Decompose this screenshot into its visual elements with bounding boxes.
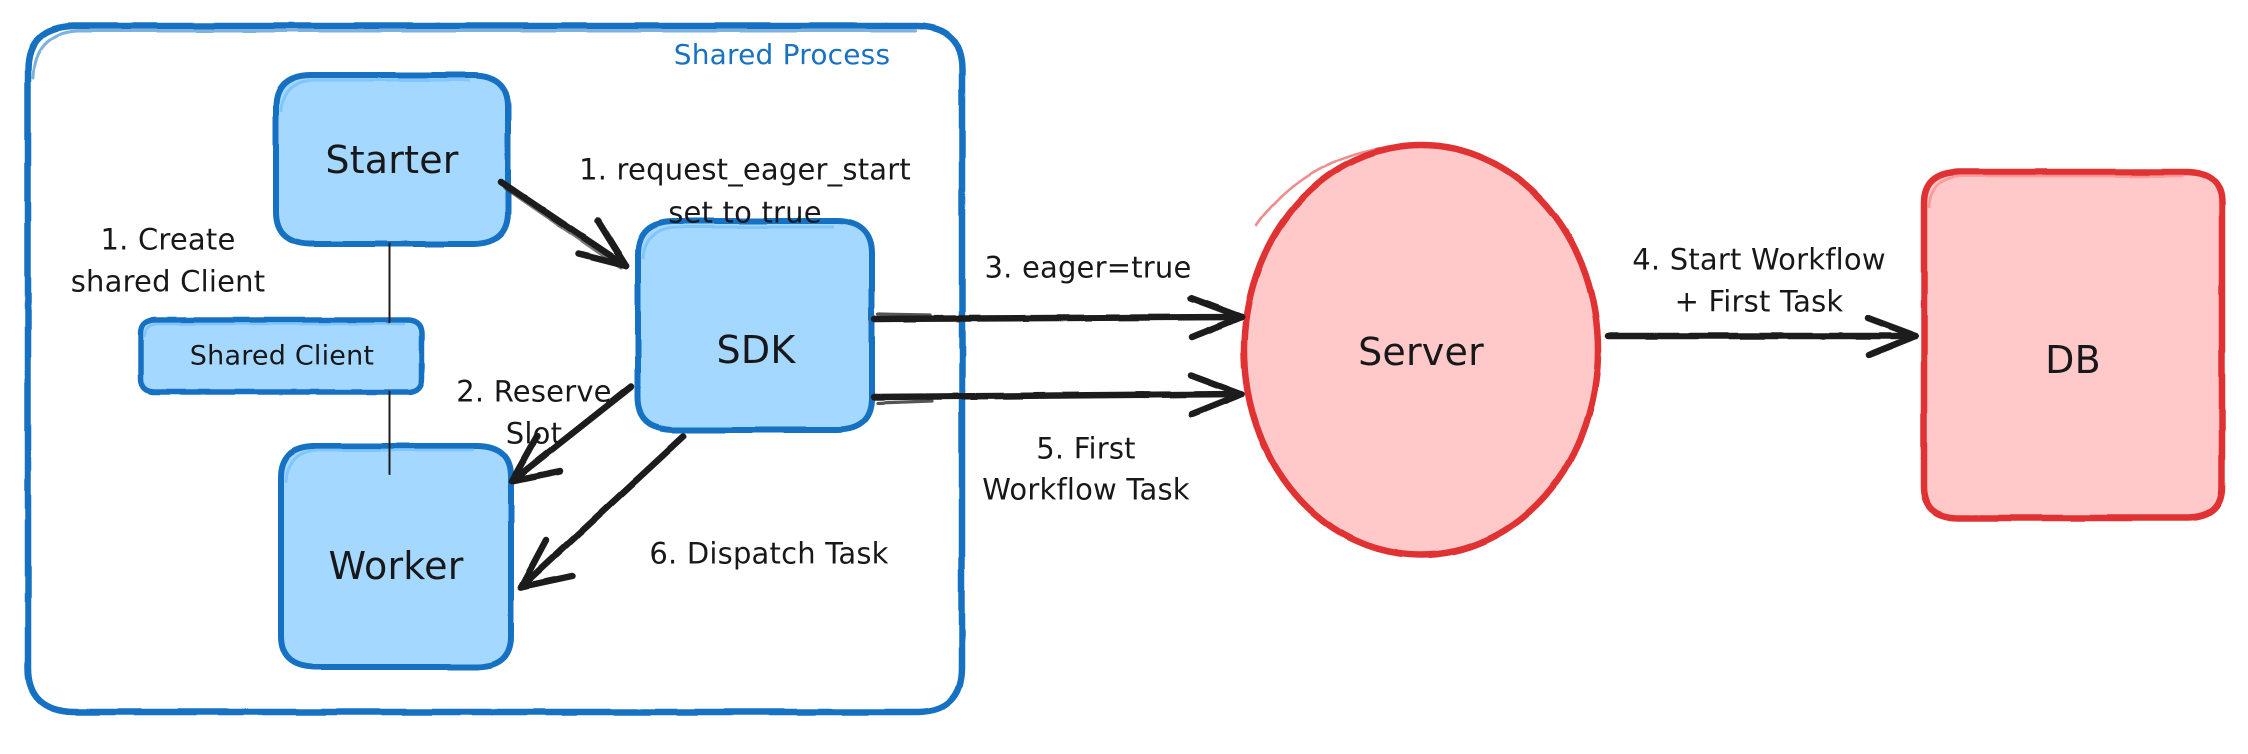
node-label-starter[interactable]: Starter xyxy=(325,137,459,182)
edge-label-first-workflow-task-line1: 5. First xyxy=(1036,431,1136,466)
edge-label-reserve-slot-line1: 2. Reserve xyxy=(456,374,612,409)
group-label-shared-process: Shared Process xyxy=(673,37,891,71)
edge-sdk-server-eager-arrow xyxy=(870,294,1246,341)
edge-sdk-worker-reserve-arrow xyxy=(508,383,635,485)
node-label-db[interactable]: DB xyxy=(2045,337,2101,382)
node-sdk-shape xyxy=(635,218,875,433)
edge-label-eager-true: 3. eager=true xyxy=(984,250,1192,285)
edge-sdk-worker-dispatch-arrow xyxy=(517,433,687,591)
edge-label-reserve-slot-line2: Slot xyxy=(505,416,563,451)
node-db-shape xyxy=(1920,168,2226,522)
edge-starter-shared-client xyxy=(386,242,393,324)
edge-label-start-workflow-line2: + First Task xyxy=(1674,284,1844,319)
edge-label-create-shared-client-line1: 1. Create xyxy=(100,222,236,257)
node-starter-shape xyxy=(273,72,511,247)
edge-label-first-workflow-task-line2: Workflow Task xyxy=(982,472,1190,507)
edge-label-request-eager-start-line1: 1. request_eager_start xyxy=(579,152,911,187)
edge-label-create-shared-client-line2: shared Client xyxy=(70,264,266,299)
edge-label-dispatch-task: 6. Dispatch Task xyxy=(649,536,889,571)
edge-sdk-server-first-task-arrow xyxy=(870,371,1246,418)
node-label-shared-client[interactable]: Shared Client xyxy=(189,340,375,372)
node-shared-client-shape xyxy=(138,317,425,395)
edge-server-db-arrow xyxy=(1604,314,1920,359)
edge-label-request-eager-start-line2: set to true xyxy=(668,195,822,230)
group-shared-process-outline xyxy=(24,22,966,716)
edge-shared-client-worker xyxy=(386,390,393,476)
node-server-shape xyxy=(1240,141,1602,559)
edge-starter-sdk-arrow xyxy=(497,178,630,270)
node-label-sdk[interactable]: SDK xyxy=(716,327,796,372)
node-label-server[interactable]: Server xyxy=(1358,329,1484,374)
node-label-worker[interactable]: Worker xyxy=(328,543,464,588)
node-worker-shape xyxy=(278,443,514,670)
edge-label-start-workflow-line1: 4. Start Workflow xyxy=(1632,242,1886,277)
